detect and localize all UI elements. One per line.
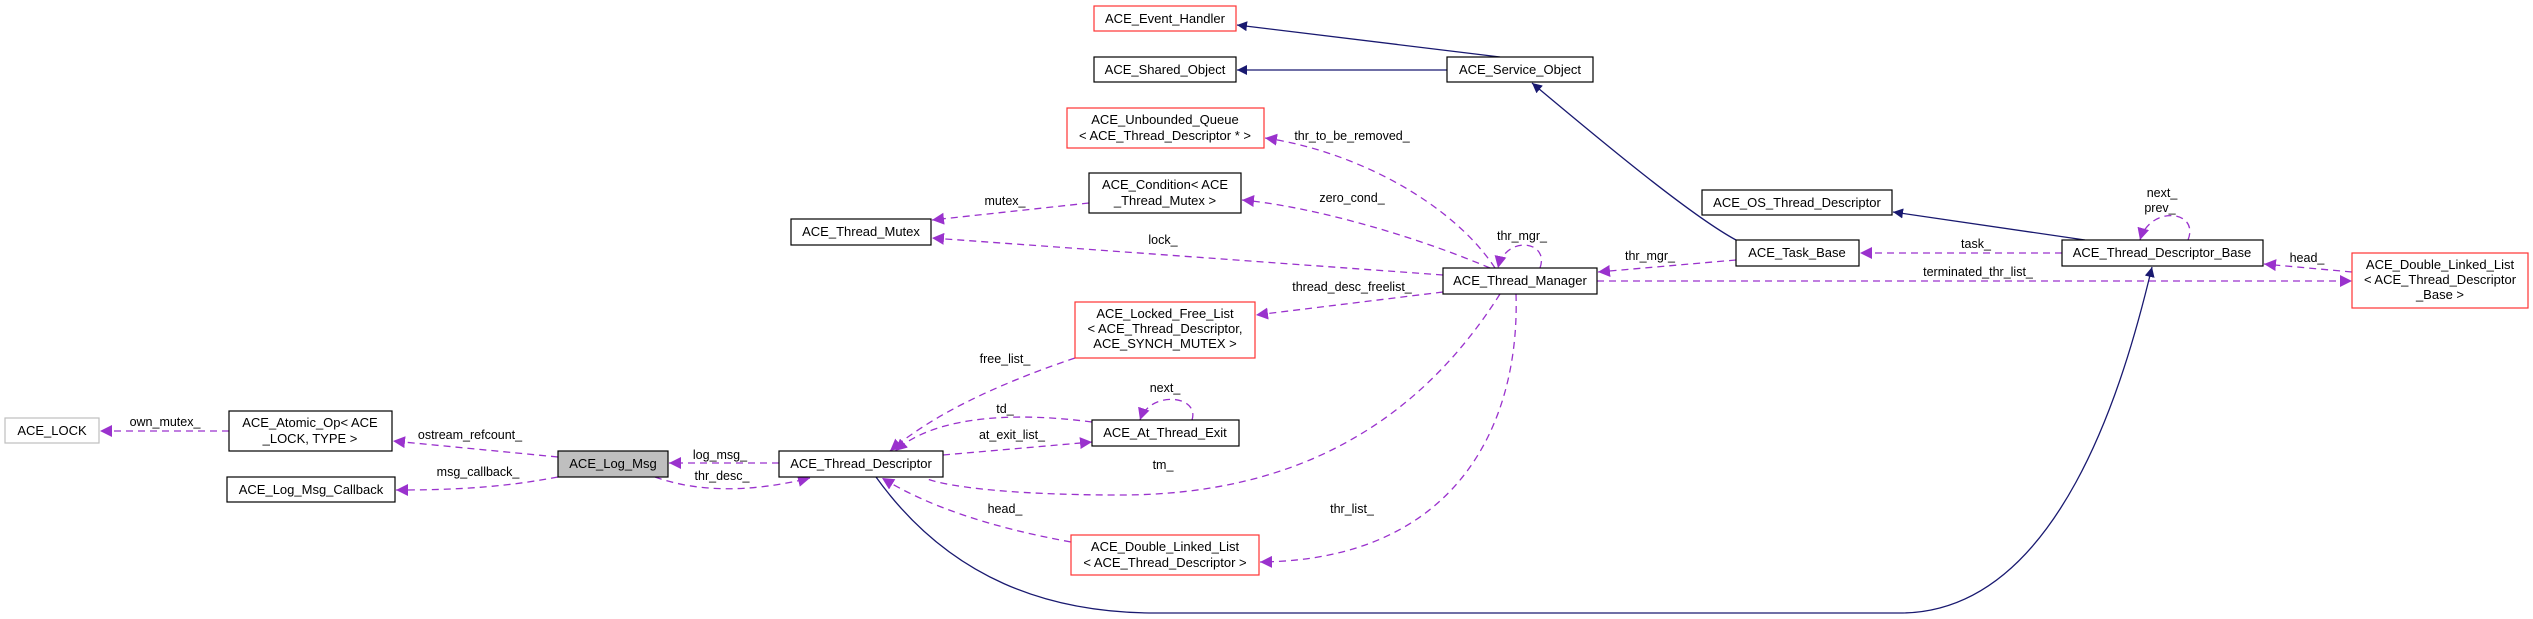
svg-text:ACE_Event_Handler: ACE_Event_Handler [1105, 11, 1226, 26]
edge-thr-list [1259, 293, 1517, 568]
svg-text:< ACE_Thread_Descriptor,: < ACE_Thread_Descriptor, [1088, 321, 1243, 336]
svg-text:ACE_Locked_Free_List: ACE_Locked_Free_List [1096, 306, 1234, 321]
svg-text:ACE_Log_Msg_Callback: ACE_Log_Msg_Callback [239, 482, 384, 497]
svg-text:ACE_Task_Base: ACE_Task_Base [1748, 245, 1846, 260]
node-ace-condition[interactable]: ACE_Condition< ACE_Thread_Mutex > [1088, 172, 1242, 214]
label-thr-desc: thr_desc_ [695, 469, 751, 483]
svg-text:_Base >: _Base > [2415, 287, 2464, 302]
node-ace-task-base[interactable]: ACE_Task_Base [1735, 239, 1860, 267]
edge-at-exit-list [942, 437, 1093, 456]
edge-next-ate [1138, 398, 1194, 421]
svg-text:ACE_Thread_Mutex: ACE_Thread_Mutex [802, 224, 920, 239]
edge-mutex [931, 202, 1090, 225]
node-ace-thread-descriptor[interactable]: ACE_Thread_Descriptor [778, 450, 944, 478]
node-ace-locked-free-list[interactable]: ACE_Locked_Free_List< ACE_Thread_Descrip… [1074, 301, 1256, 359]
edge-task-base-service-object [1531, 82, 1737, 241]
node-ace-at-thread-exit[interactable]: ACE_At_Thread_Exit [1091, 419, 1240, 447]
label-head-tdb: head_ [2290, 251, 2326, 265]
label-thr-mgr-self: thr_mgr_ [1497, 229, 1548, 243]
edge-thread-descriptor-tdb [875, 266, 2155, 614]
node-ace-shared-object[interactable]: ACE_Shared_Object [1093, 56, 1237, 83]
node-ace-lock[interactable]: ACE_LOCK [4, 417, 100, 444]
label-thread-desc-freelist: thread_desc_freelist_ [1292, 280, 1413, 294]
edge-thr-desc [654, 475, 811, 490]
label-mutex: mutex_ [985, 194, 1027, 208]
svg-text:ACE_Thread_Descriptor_Base: ACE_Thread_Descriptor_Base [2073, 245, 2251, 260]
label-msg-callback: msg_callback_ [437, 465, 521, 479]
label-prev-tdb: prev_ [2144, 201, 2176, 215]
svg-text:ACE_Unbounded_Queue: ACE_Unbounded_Queue [1091, 112, 1238, 127]
label-next-ate: next_ [1150, 381, 1182, 395]
svg-text:ACE_Double_Linked_List: ACE_Double_Linked_List [2366, 257, 2515, 272]
node-ace-event-handler[interactable]: ACE_Event_Handler [1093, 5, 1237, 32]
svg-text:ACE_Double_Linked_List: ACE_Double_Linked_List [1091, 539, 1240, 554]
node-ace-os-thread-descriptor[interactable]: ACE_OS_Thread_Descriptor [1701, 189, 1893, 216]
svg-text:_Thread_Mutex >: _Thread_Mutex > [1113, 193, 1216, 208]
svg-text:ACE_Thread_Descriptor: ACE_Thread_Descriptor [790, 456, 932, 471]
label-tm: tm_ [1153, 458, 1175, 472]
edge-tdb-os-thread-descriptor [1892, 208, 2086, 241]
svg-text:ACE_LOCK: ACE_LOCK [17, 423, 87, 438]
label-log-msg: log_msg_ [693, 448, 748, 462]
edge-thread-desc-freelist [1255, 291, 1444, 320]
label-lock: lock_ [1148, 233, 1178, 247]
label-next-tdb: next_ [2147, 186, 2179, 200]
edge-ostream-refcount [392, 436, 559, 458]
label-head-td: head_ [988, 502, 1024, 516]
label-terminated-thr-list: terminated_thr_list_ [1923, 265, 2034, 279]
label-zero-cond: zero_cond_ [1319, 191, 1385, 205]
svg-text:ACE_SYNCH_MUTEX >: ACE_SYNCH_MUTEX > [1093, 336, 1236, 351]
edge-service-object-event-handler [1236, 21, 1501, 58]
label-thr-list: thr_list_ [1330, 502, 1375, 516]
node-ace-atomic-op[interactable]: ACE_Atomic_Op< ACE_LOCK, TYPE > [228, 410, 393, 452]
svg-text:ACE_OS_Thread_Descriptor: ACE_OS_Thread_Descriptor [1713, 195, 1881, 210]
svg-text:ACE_Atomic_Op< ACE: ACE_Atomic_Op< ACE [242, 415, 378, 430]
node-ace-service-object[interactable]: ACE_Service_Object [1446, 56, 1594, 83]
edge-head-td [881, 477, 1072, 543]
edge-td [894, 416, 1093, 452]
label-td: td_ [996, 402, 1014, 416]
node-ace-thread-manager[interactable]: ACE_Thread_Manager [1442, 267, 1598, 295]
node-ace-double-linked-list-td[interactable]: ACE_Double_Linked_List< ACE_Thread_Descr… [1070, 534, 1260, 576]
node-ace-log-msg[interactable]: ACE_Log_Msg [557, 450, 669, 478]
label-thr-to-be-removed: thr_to_be_removed_ [1294, 129, 1410, 143]
svg-text:< ACE_Thread_Descriptor * >: < ACE_Thread_Descriptor * > [1079, 128, 1251, 143]
edge-next-prev-tdb [2137, 215, 2191, 241]
svg-text:ACE_Condition< ACE: ACE_Condition< ACE [1102, 177, 1228, 192]
label-own-mutex: own_mutex_ [130, 415, 202, 429]
svg-text:ACE_Thread_Manager: ACE_Thread_Manager [1453, 273, 1587, 288]
node-ace-unbounded-queue[interactable]: ACE_Unbounded_Queue< ACE_Thread_Descript… [1066, 107, 1265, 149]
svg-text:ACE_At_Thread_Exit: ACE_At_Thread_Exit [1103, 425, 1227, 440]
svg-text:ACE_Shared_Object: ACE_Shared_Object [1105, 62, 1226, 77]
label-at-exit-list: at_exit_list_ [979, 428, 1046, 442]
svg-text:_LOCK, TYPE >: _LOCK, TYPE > [262, 431, 358, 446]
edge-head-tdb [2263, 259, 2353, 273]
edge-lock [931, 232, 1444, 276]
edge-thr-mgr-self [1494, 244, 1543, 269]
svg-text:< ACE_Thread_Descriptor >: < ACE_Thread_Descriptor > [1083, 555, 1246, 570]
node-ace-log-msg-callback[interactable]: ACE_Log_Msg_Callback [226, 476, 396, 503]
svg-text:ACE_Service_Object: ACE_Service_Object [1459, 62, 1581, 77]
label-ostream-refcount: ostream_refcount_ [418, 428, 523, 442]
node-ace-thread-mutex[interactable]: ACE_Thread_Mutex [790, 218, 932, 246]
node-ace-double-linked-list-tdb[interactable]: ACE_Double_Linked_List< ACE_Thread_Descr… [2351, 252, 2529, 309]
node-ace-thread-descriptor-base[interactable]: ACE_Thread_Descriptor_Base [2061, 239, 2264, 267]
label-thr-mgr-task: thr_mgr_ [1625, 249, 1676, 263]
edge-msg-callback [395, 476, 559, 496]
svg-text:ACE_Log_Msg: ACE_Log_Msg [569, 456, 656, 471]
svg-text:< ACE_Thread_Descriptor: < ACE_Thread_Descriptor [2364, 272, 2517, 287]
label-free-list: free_list_ [980, 352, 1032, 366]
edge-thr-to-be-removed [1264, 133, 1496, 269]
edge-zero-cond [1241, 195, 1491, 269]
label-task: task_ [1961, 237, 1992, 251]
